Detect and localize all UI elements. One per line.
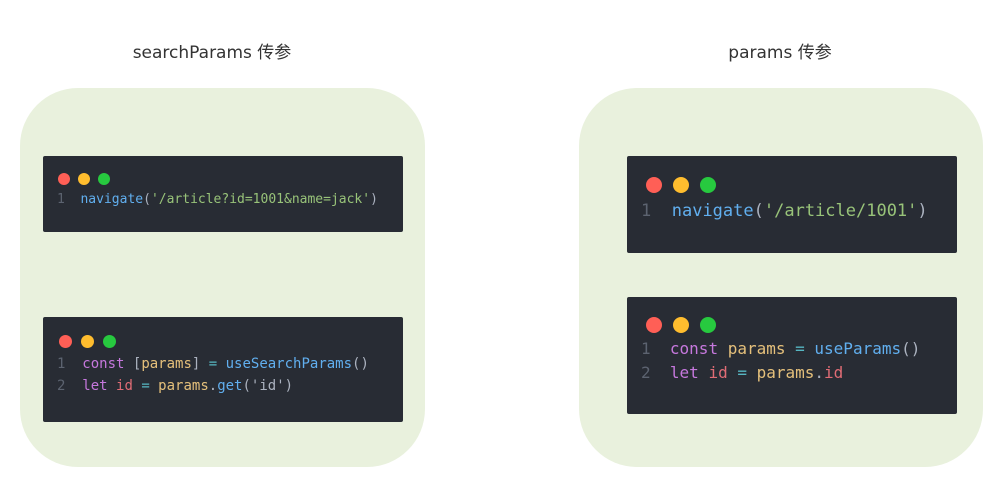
line-number: 2: [57, 377, 66, 394]
code-token: ('id'): [242, 377, 294, 394]
code-card-navigate-params: 1 navigate('/article/1001'): [627, 156, 957, 253]
code-line: 2 let id = params.id: [641, 363, 843, 382]
code-token: =: [141, 377, 159, 394]
code-token: let: [669, 363, 709, 383]
yellow-dot-icon: [673, 177, 689, 193]
code-line: 1 navigate('/article?id=1001&name=jack'): [57, 192, 378, 207]
code-token: ): [917, 200, 928, 221]
code-token: .: [814, 363, 825, 383]
red-dot-icon: [58, 173, 70, 185]
code-token: navigate: [671, 200, 754, 221]
code-token: id: [708, 363, 738, 383]
yellow-dot-icon: [673, 317, 689, 333]
code-line: 2 let id = params.get('id'): [57, 378, 293, 394]
line-number: 1: [57, 192, 65, 208]
code-token: (: [143, 192, 151, 208]
code-line: 1 const params = useParams(): [641, 339, 920, 358]
code-token: get: [217, 377, 243, 394]
code-token: (): [352, 355, 369, 372]
yellow-dot-icon: [81, 335, 94, 348]
code-token: (): [901, 339, 921, 359]
line-number: 1: [641, 339, 651, 359]
code-token: '/article?id=1001&name=jack': [150, 192, 371, 208]
code-token: ): [370, 192, 378, 208]
code-line: 1 const [params] = useSearchParams(): [57, 356, 369, 372]
code-token: params: [141, 355, 192, 372]
code-token: id: [824, 363, 844, 383]
code-card-usesearchparams: 1 const [params] = useSearchParams()2 le…: [43, 317, 403, 422]
green-dot-icon: [98, 173, 110, 185]
red-dot-icon: [646, 177, 662, 193]
code-token: [: [132, 355, 142, 372]
code-token: ]: [191, 355, 209, 372]
code-token: =: [795, 339, 815, 359]
code-token: useSearchParams: [225, 355, 353, 372]
red-dot-icon: [59, 335, 72, 348]
code-token: =: [208, 355, 226, 372]
green-dot-icon: [700, 177, 716, 193]
code-token: .: [208, 377, 218, 394]
code-token: params: [158, 377, 209, 394]
green-dot-icon: [103, 335, 116, 348]
code-token: const: [669, 339, 728, 359]
line-number: 1: [57, 355, 66, 372]
line-number: 1: [641, 200, 652, 221]
code-token: =: [737, 363, 757, 383]
left-title: searchParams 传参: [132, 43, 292, 63]
code-token: useParams: [814, 339, 902, 359]
right-title: params 传参: [728, 43, 832, 63]
code-card-useparams: 1 const params = useParams() 2 let id = p…: [627, 297, 957, 414]
code-token: let: [82, 377, 117, 394]
green-dot-icon: [700, 317, 716, 333]
code-card-navigate-search: 1 navigate('/article?id=1001&name=jack'): [43, 156, 403, 232]
line-number: 2: [641, 363, 651, 383]
code-token: params: [756, 363, 815, 383]
code-token: const: [82, 355, 133, 372]
red-dot-icon: [646, 317, 662, 333]
code-token: id: [116, 377, 142, 394]
code-token: '/article/1001': [763, 200, 918, 221]
yellow-dot-icon: [78, 173, 90, 185]
code-token: navigate: [80, 192, 144, 208]
code-line: 1 navigate('/article/1001'): [641, 201, 928, 221]
code-token: (: [753, 200, 764, 221]
code-token: params: [727, 339, 796, 359]
